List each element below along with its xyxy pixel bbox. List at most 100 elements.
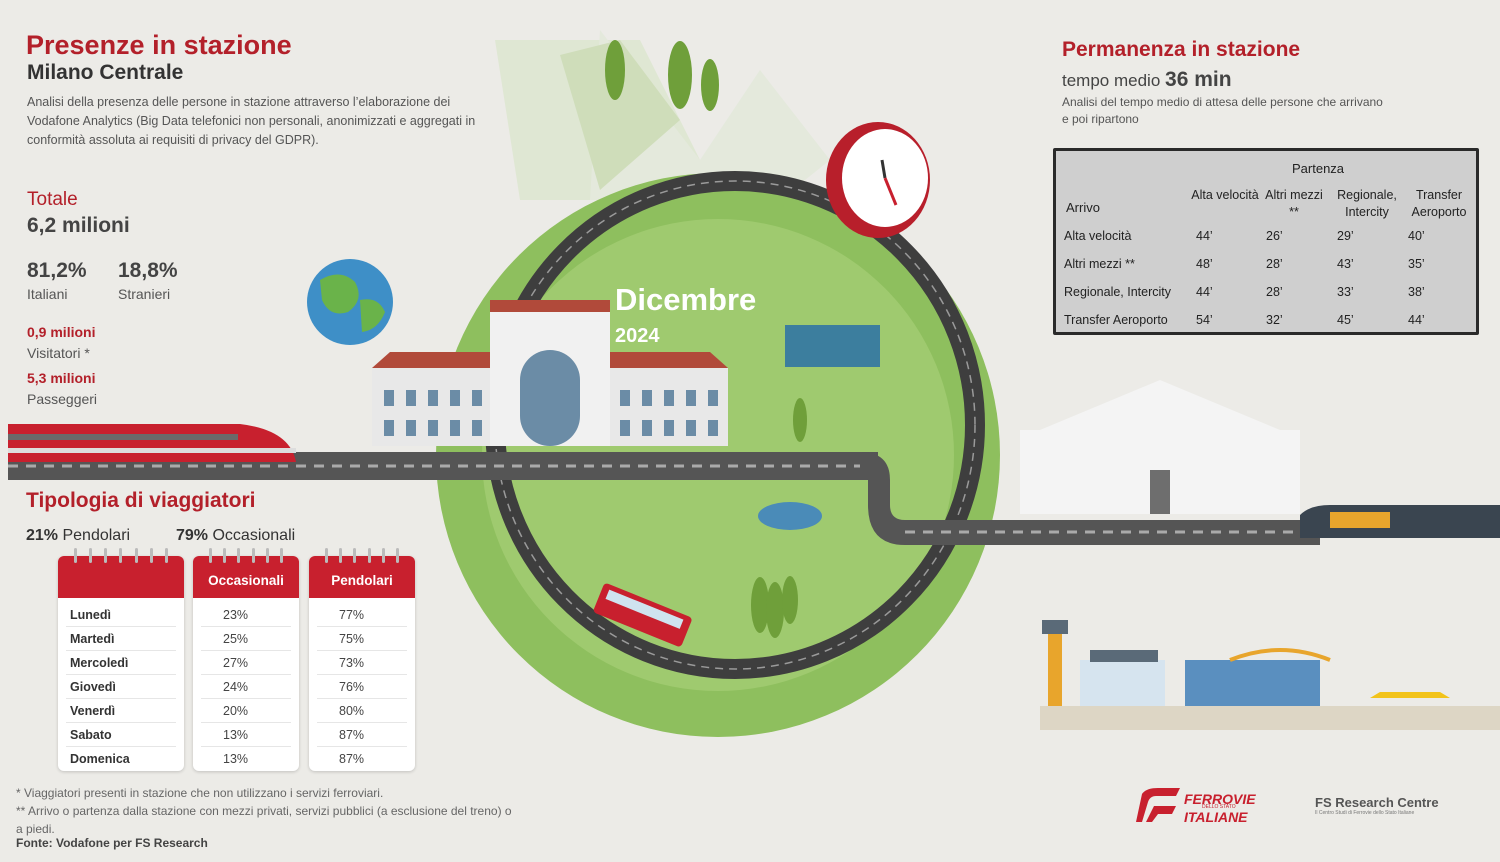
- occasionali-pct: 79%: [176, 527, 209, 544]
- matrix-partenza: Partenza: [1292, 161, 1345, 176]
- footnote-2: ** Arrivo o partenza dalla stazione con …: [16, 804, 512, 836]
- occasionali-value: 20%: [201, 699, 291, 723]
- occasionali-value: 25%: [201, 627, 291, 651]
- visitatori-value: 0,9 milioni: [27, 324, 96, 340]
- italiani-pct: 81,2%: [27, 259, 87, 282]
- stranieri-label: Stranieri: [118, 286, 171, 302]
- pendolari-value: 76%: [317, 675, 407, 699]
- permanenza-title: Permanenza in stazione: [1062, 38, 1301, 61]
- tipologia-title: Tipologia di viaggiatori: [26, 489, 256, 512]
- matrix-row-label: Transfer Aeroporto: [1064, 313, 1168, 327]
- total-label: Totale: [27, 189, 78, 210]
- matrix-cell: 28’: [1266, 257, 1283, 271]
- matrix-cell: 32’: [1266, 313, 1283, 327]
- pendolari-value: 87%: [339, 752, 365, 766]
- duomo: [1020, 380, 1300, 514]
- occasionali-header: Occasionali: [208, 573, 284, 588]
- fs-logo-icon: [1136, 788, 1180, 822]
- occasionali-value: 27%: [201, 651, 291, 675]
- total-value: 6,2 milioni: [27, 214, 130, 237]
- matrix-cell: 44’: [1196, 229, 1213, 243]
- occasionali-label: Occasionali: [212, 527, 296, 544]
- day-label: Giovedì: [66, 675, 176, 699]
- fs-logo: FERROVIE DELLO STATO ITALIANE: [1136, 786, 1266, 826]
- footnote-1: * Viaggiatori presenti in stazione che n…: [16, 786, 384, 800]
- footnotes: * Viaggiatori presenti in stazione che n…: [16, 784, 516, 838]
- pendolari-card: Pendolari 77%75%73%76%80%87%87%: [309, 548, 415, 771]
- source-note: Fonte: Vodafone per FS Research: [16, 836, 208, 850]
- matrix-cell: 54’: [1196, 313, 1213, 327]
- permanenza-sub-value: 36 min: [1165, 68, 1232, 91]
- occasionali-value: 13%: [223, 752, 249, 766]
- matrix-cell: 45’: [1337, 313, 1354, 327]
- day-label: Martedì: [66, 627, 176, 651]
- day-label: Venerdì: [66, 699, 176, 723]
- passeggeri-label: Passeggeri: [27, 391, 98, 407]
- matrix-cell: 33’: [1337, 285, 1354, 299]
- matrix-col-header: Alta velocità: [1191, 188, 1259, 202]
- day-label: Lunedì: [66, 603, 176, 627]
- matrix-col-header: Transfer Aeroporto: [1411, 188, 1467, 219]
- page-subtitle: Milano Centrale: [27, 61, 184, 84]
- permanenza-description: Analisi del tempo medio di attesa delle …: [1062, 95, 1383, 126]
- matrix-row-label: Altri mezzi **: [1064, 257, 1135, 271]
- pond: [758, 502, 822, 530]
- permanenza-subtitle: tempo medio 36 min: [1062, 68, 1232, 92]
- period-year: 2024: [615, 325, 660, 347]
- matrix-cell: 44’: [1408, 313, 1425, 327]
- occasionali-list: 23%25%27%24%20%13%13%: [193, 598, 299, 771]
- occasionali-card-header: Occasionali: [193, 548, 299, 598]
- pendolari-value: 73%: [317, 651, 407, 675]
- occasionali-value: 24%: [201, 675, 291, 699]
- permanenza-matrix: Partenza Arrivo Alta velocità Altri mezz…: [1053, 148, 1479, 335]
- station-building: [372, 300, 728, 446]
- matrix-cell: 35’: [1408, 257, 1425, 271]
- regional-train: [1300, 505, 1500, 538]
- fs-logo-line2: DELLO STATO: [1202, 804, 1236, 810]
- page-description: Analisi della presenza delle persone in …: [27, 95, 476, 147]
- matrix-cell: 38’: [1408, 285, 1425, 299]
- pendolari-header: Pendolari: [331, 573, 393, 588]
- globe-icon: [307, 259, 393, 345]
- red-train: [8, 424, 296, 462]
- research-logo: FS Research Centre Il Centro Studi di Fe…: [1315, 795, 1439, 816]
- clock-icon: [826, 122, 930, 238]
- occasionali-summary: 79% Occasionali: [176, 527, 295, 545]
- italiani-label: Italiani: [27, 286, 68, 302]
- red-bus: [593, 583, 692, 647]
- matrix-col-header: Regionale, Intercity: [1337, 188, 1397, 219]
- stranieri-pct: 18,8%: [118, 259, 178, 282]
- period-month: Dicembre: [615, 282, 757, 317]
- visitatori-label: Visitatori *: [27, 345, 90, 361]
- matrix-row-label: Alta velocità: [1064, 229, 1132, 243]
- matrix-row-label: Regionale, Intercity: [1064, 285, 1172, 299]
- day-label: Mercoledì: [66, 651, 176, 675]
- pendolari-value: 87%: [317, 723, 407, 747]
- matrix-cell: 44’: [1196, 285, 1213, 299]
- matrix-cell: 40’: [1408, 229, 1425, 243]
- research-logo-title: FS Research Centre: [1315, 795, 1439, 810]
- page-title: Presenze in stazione: [26, 30, 292, 60]
- pendolari-value: 77%: [317, 603, 407, 627]
- matrix-cell: 28’: [1266, 285, 1283, 299]
- occasionali-value: 13%: [201, 723, 291, 747]
- days-card-header: [58, 548, 184, 598]
- occasionali-card: Occasionali 23%25%27%24%20%13%13%: [193, 548, 299, 771]
- occasionali-value: 23%: [201, 603, 291, 627]
- pendolari-summary: 21% Pendolari: [26, 527, 130, 545]
- passeggeri-value: 5,3 milioni: [27, 370, 96, 386]
- pendolari-pct: 21%: [26, 527, 59, 544]
- matrix-cell: 26’: [1266, 229, 1283, 243]
- pendolari-label: Pendolari: [62, 527, 131, 544]
- research-logo-sub: Il Centro Studi di Ferrovie dello Stato …: [1315, 810, 1415, 816]
- pendolari-value: 75%: [317, 627, 407, 651]
- pendolari-list: 77%75%73%76%80%87%87%: [309, 598, 415, 771]
- fs-logo-line3: ITALIANE: [1184, 809, 1248, 825]
- airport: [1040, 620, 1500, 730]
- day-label: Domenica: [70, 752, 130, 766]
- mountain-mid: [590, 30, 830, 200]
- pendolari-card-header: Pendolari: [309, 548, 415, 598]
